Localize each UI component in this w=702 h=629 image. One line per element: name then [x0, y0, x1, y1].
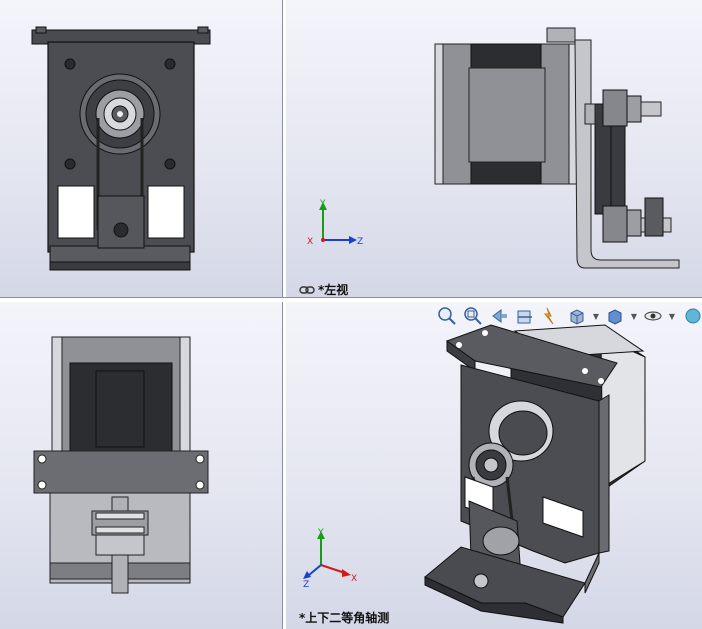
isometric-model — [424, 324, 646, 624]
triad-icon: Y X Z — [307, 199, 363, 247]
edit-appearance-icon[interactable] — [680, 305, 702, 327]
dynamic-annotation-icon[interactable] — [540, 305, 562, 327]
triad-y-label: Y — [319, 199, 326, 209]
viewport-divider-horizontal[interactable] — [0, 297, 702, 302]
top-view-model — [33, 336, 209, 594]
triad-iso-x-label: X — [351, 574, 357, 584]
zoom-to-fit-icon[interactable] — [436, 305, 458, 327]
view-orientation-icon[interactable] — [566, 305, 588, 327]
triad-iso-y-label: Y — [317, 528, 324, 538]
chevron-down-icon[interactable]: ▼ — [592, 311, 600, 321]
left-view-model — [434, 27, 680, 269]
heads-up-view-toolbar: ▼ ▼ ▼ — [436, 305, 702, 327]
chevron-down-icon[interactable]: ▼ — [668, 311, 676, 321]
viewport-isometric[interactable]: ▼ ▼ ▼ — [285, 301, 702, 629]
viewport-left-view[interactable]: Y X Z *左视 — [285, 0, 702, 297]
triad-iso-icon: Y X Z — [303, 528, 357, 587]
view-name-isometric: *上下二等角轴测 — [299, 611, 390, 625]
triad-x-label: X — [307, 237, 313, 247]
zoom-to-area-icon[interactable] — [462, 305, 484, 327]
viewport-top-view[interactable] — [0, 301, 282, 629]
hide-show-icon[interactable] — [642, 305, 664, 327]
link-icon — [299, 284, 315, 298]
triad-iso-z-label: Z — [303, 580, 309, 587]
view-name-left: *左视 — [318, 283, 349, 297]
chevron-down-icon[interactable]: ▼ — [630, 311, 638, 321]
view-label-left: *左视 — [299, 281, 348, 297]
viewport-divider-vertical[interactable] — [282, 0, 286, 629]
front-view-model — [31, 26, 211, 271]
triad-z-label: Z — [357, 237, 363, 247]
view-label-isometric: *上下二等角轴测 — [299, 609, 389, 626]
previous-view-icon[interactable] — [488, 305, 510, 327]
section-view-icon[interactable] — [514, 305, 536, 327]
viewport-front[interactable] — [0, 0, 282, 297]
display-style-icon[interactable] — [604, 305, 626, 327]
